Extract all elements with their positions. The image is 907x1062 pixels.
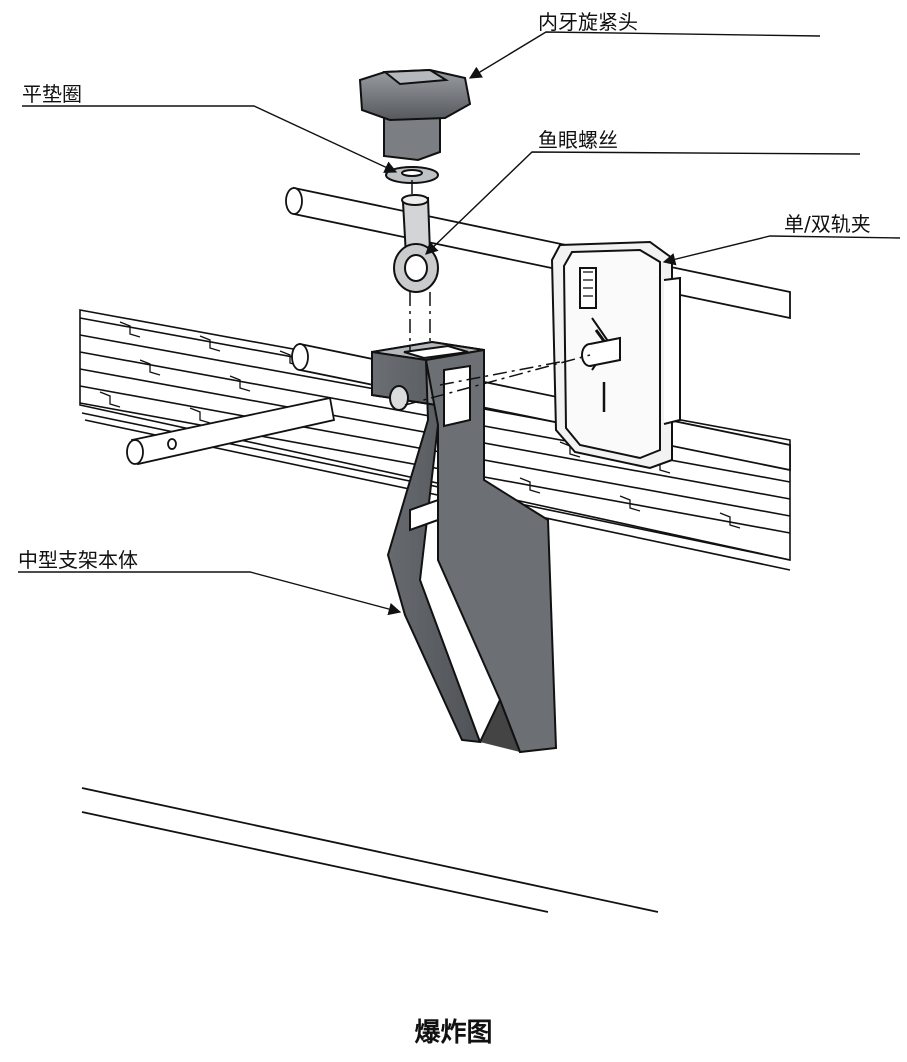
label-washer: 平垫圈 <box>22 82 82 106</box>
diagram-caption: 爆炸图 <box>414 1018 493 1048</box>
label-eye-bolt: 鱼眼螺丝 <box>538 128 618 152</box>
guide-rail-upper <box>285 186 791 320</box>
label-rail-clamp: 单/双轨夹 <box>784 212 871 236</box>
leader-washer <box>22 105 398 173</box>
label-knob: 内牙旋紧头 <box>538 10 638 34</box>
label-bracket-body: 中型支架本体 <box>18 548 138 572</box>
alignment-lines <box>404 180 591 406</box>
eye-bolt <box>393 194 439 293</box>
leader-knob <box>468 31 821 79</box>
floor-lines <box>81 787 659 913</box>
cross-pin <box>126 396 336 466</box>
leader-lines <box>18 31 901 616</box>
leader-bracket-body <box>18 571 402 616</box>
knob <box>358 68 472 162</box>
leader-rail-clamp <box>662 235 901 266</box>
bracket-body <box>371 340 558 754</box>
rail-clamp <box>550 240 681 470</box>
leader-eye-bolt <box>425 151 861 255</box>
flat-washer <box>385 166 439 184</box>
